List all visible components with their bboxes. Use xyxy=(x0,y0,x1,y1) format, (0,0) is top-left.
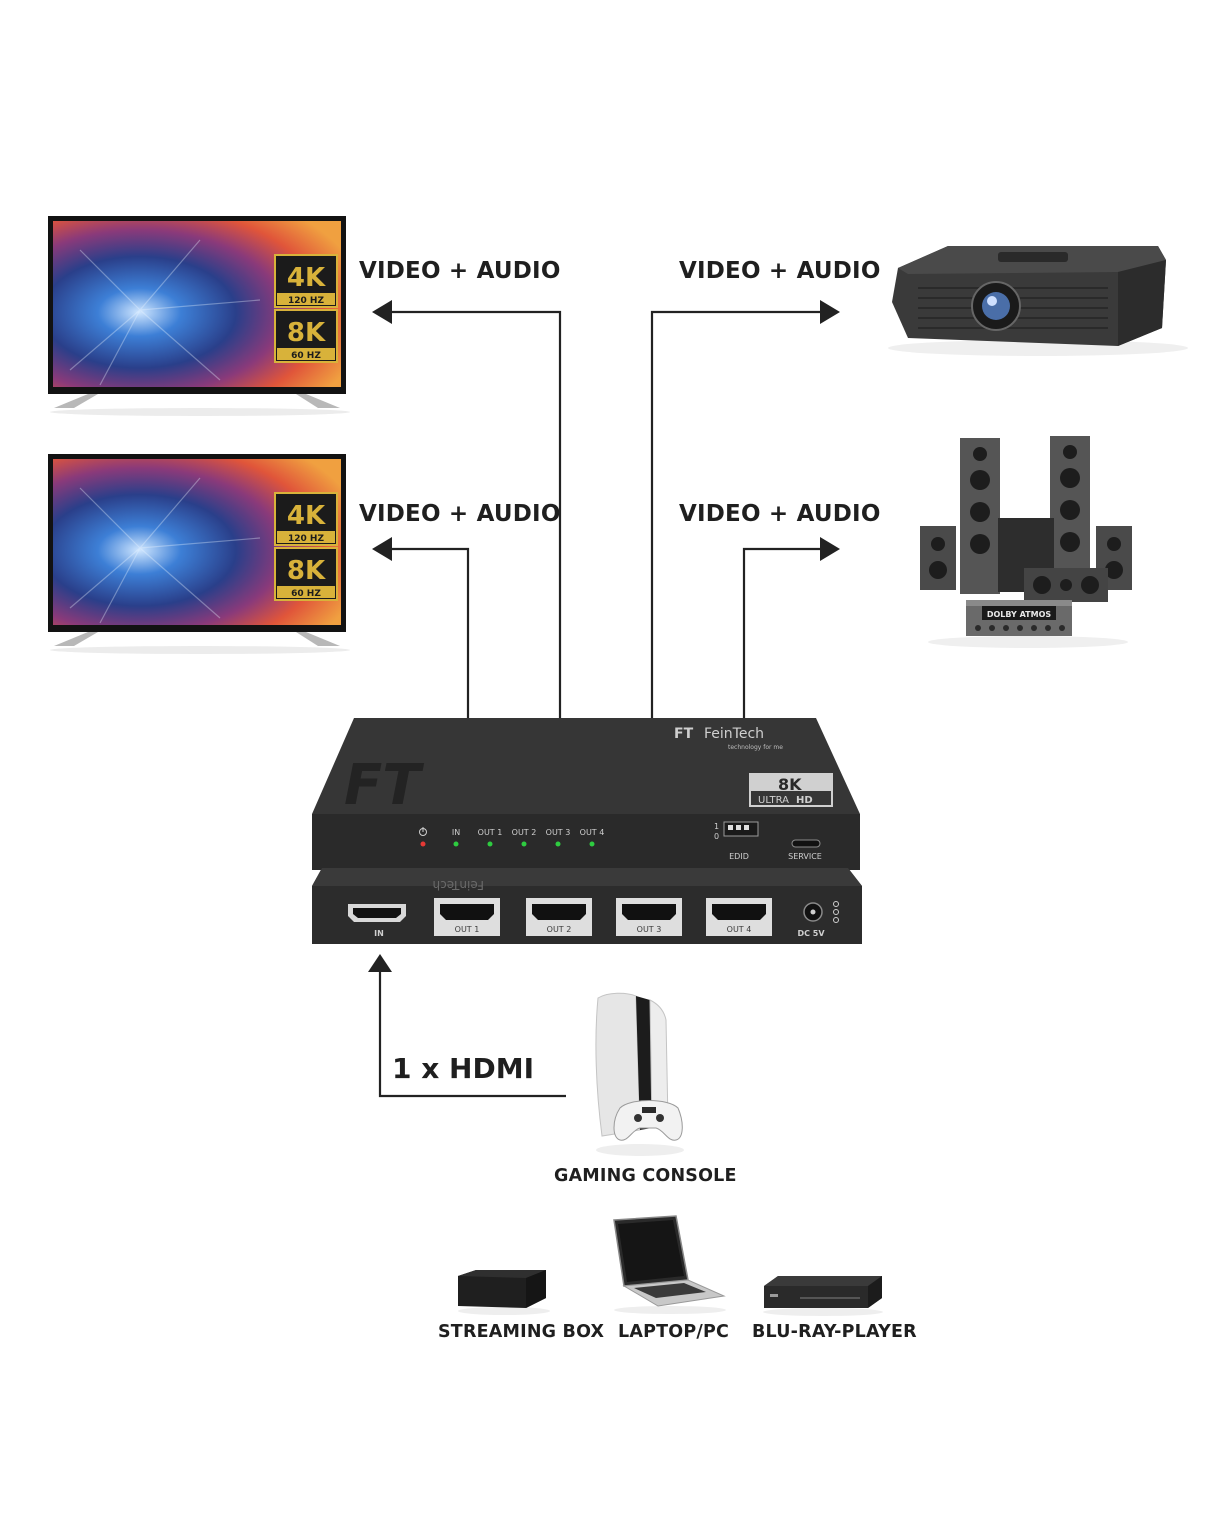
port-label-out4: OUT 4 xyxy=(727,925,752,934)
badge-4k-hz: 120 HZ xyxy=(288,534,324,544)
badge-8k-text: 8K xyxy=(287,318,326,348)
streaming-box-label: STREAMING BOX xyxy=(438,1322,605,1342)
arrow-speakers xyxy=(820,537,840,561)
led-label-out2: OUT 2 xyxy=(512,828,537,837)
led-label-out1: OUT 1 xyxy=(478,828,503,837)
bluray-label: BLU-RAY-PLAYER xyxy=(752,1322,917,1342)
port-label-out1: OUT 1 xyxy=(455,925,480,934)
badge-8k-hz: 60 HZ xyxy=(291,589,321,599)
receiver-display-text: DOLBY ATMOS xyxy=(987,610,1052,619)
polarity-icon xyxy=(833,901,839,923)
badge-4k-hz: 120 HZ xyxy=(288,296,324,306)
line-console-in xyxy=(378,970,566,1098)
splitter-hd-text: HD xyxy=(796,795,813,806)
edid-pos-0: 0 xyxy=(714,832,719,841)
led-label-out3: OUT 3 xyxy=(546,828,571,837)
speakers-signal-label: VIDEO + AUDIO xyxy=(679,501,881,527)
port-label-out2: OUT 2 xyxy=(547,925,572,934)
gaming-console xyxy=(595,992,684,1156)
line-out2-tv1 xyxy=(392,310,562,900)
splitter-big-logo: FT xyxy=(344,753,424,818)
port-label-in: IN xyxy=(374,929,384,938)
tv2-signal-label: VIDEO + AUDIO xyxy=(359,501,561,527)
projector-signal-label: VIDEO + AUDIO xyxy=(679,258,881,284)
led-label-out4: OUT 4 xyxy=(580,828,605,837)
hdmi-cable-label: 1 x HDMI xyxy=(392,1052,534,1085)
led-in xyxy=(453,841,459,847)
power-icon xyxy=(419,827,427,836)
arrow-tv2 xyxy=(372,537,392,561)
laptop-label: LAPTOP/PC xyxy=(618,1322,730,1342)
arrow-in xyxy=(368,954,392,972)
edid-pos-1: 1 xyxy=(714,822,719,831)
tv-1: 4K 120 HZ 8K 60 HZ xyxy=(48,216,350,416)
speaker-system: DOLBY ATMOS xyxy=(920,436,1132,648)
hdmi-in-port xyxy=(348,904,406,922)
hdmi-out3-port xyxy=(616,898,682,936)
laptop xyxy=(613,1215,726,1314)
splitter-brand-top: FeinTech xyxy=(704,726,764,742)
splitter-8k-text: 8K xyxy=(778,775,802,794)
hdmi-out1-port xyxy=(434,898,500,936)
line-out3-projector xyxy=(650,310,822,900)
badge-8k-text: 8K xyxy=(287,556,326,586)
dc-label: DC 5V xyxy=(797,929,825,938)
tv1-signal-label: VIDEO + AUDIO xyxy=(359,258,561,284)
led-out2 xyxy=(521,841,527,847)
splitter-top-view: FT FT FeinTech technology for me 8K ULTR… xyxy=(312,718,860,870)
splitter-small-logo: FT xyxy=(674,726,694,742)
port-label-out3: OUT 3 xyxy=(637,925,662,934)
hdmi-out4-port xyxy=(706,898,772,936)
tv-2: 4K 120 HZ 8K 60 HZ xyxy=(48,454,350,654)
led-out4 xyxy=(589,841,595,847)
service-label: SERVICE xyxy=(788,852,822,861)
arrow-tv1 xyxy=(372,300,392,324)
service-port xyxy=(791,839,821,848)
led-power xyxy=(420,841,426,847)
projector xyxy=(888,246,1188,356)
controller xyxy=(613,1100,683,1141)
streaming-box xyxy=(458,1270,550,1315)
splitter-brand-mirrored: FeinTech xyxy=(433,878,484,892)
badge-8k-hz: 60 HZ xyxy=(291,351,321,361)
gaming-console-label: GAMING CONSOLE xyxy=(554,1166,737,1186)
badge-4k-text: 4K xyxy=(287,263,326,293)
hdmi-out2-port xyxy=(526,898,592,936)
led-out1 xyxy=(487,841,493,847)
arrow-projector xyxy=(820,300,840,324)
bluray-player xyxy=(763,1276,883,1316)
speaker-left-surround xyxy=(920,526,956,590)
splitter-tagline: technology for me xyxy=(728,744,783,751)
splitter-ultra-text: ULTRA xyxy=(758,795,789,806)
badge-4k-text: 4K xyxy=(287,501,326,531)
splitter-port-side: FeinTech IN OUT 1 OUT 2 OUT 3 OUT 4 DC 5… xyxy=(312,868,862,944)
edid-label: EDID xyxy=(729,852,749,861)
led-out3 xyxy=(555,841,561,847)
led-label-in: IN xyxy=(452,828,460,837)
